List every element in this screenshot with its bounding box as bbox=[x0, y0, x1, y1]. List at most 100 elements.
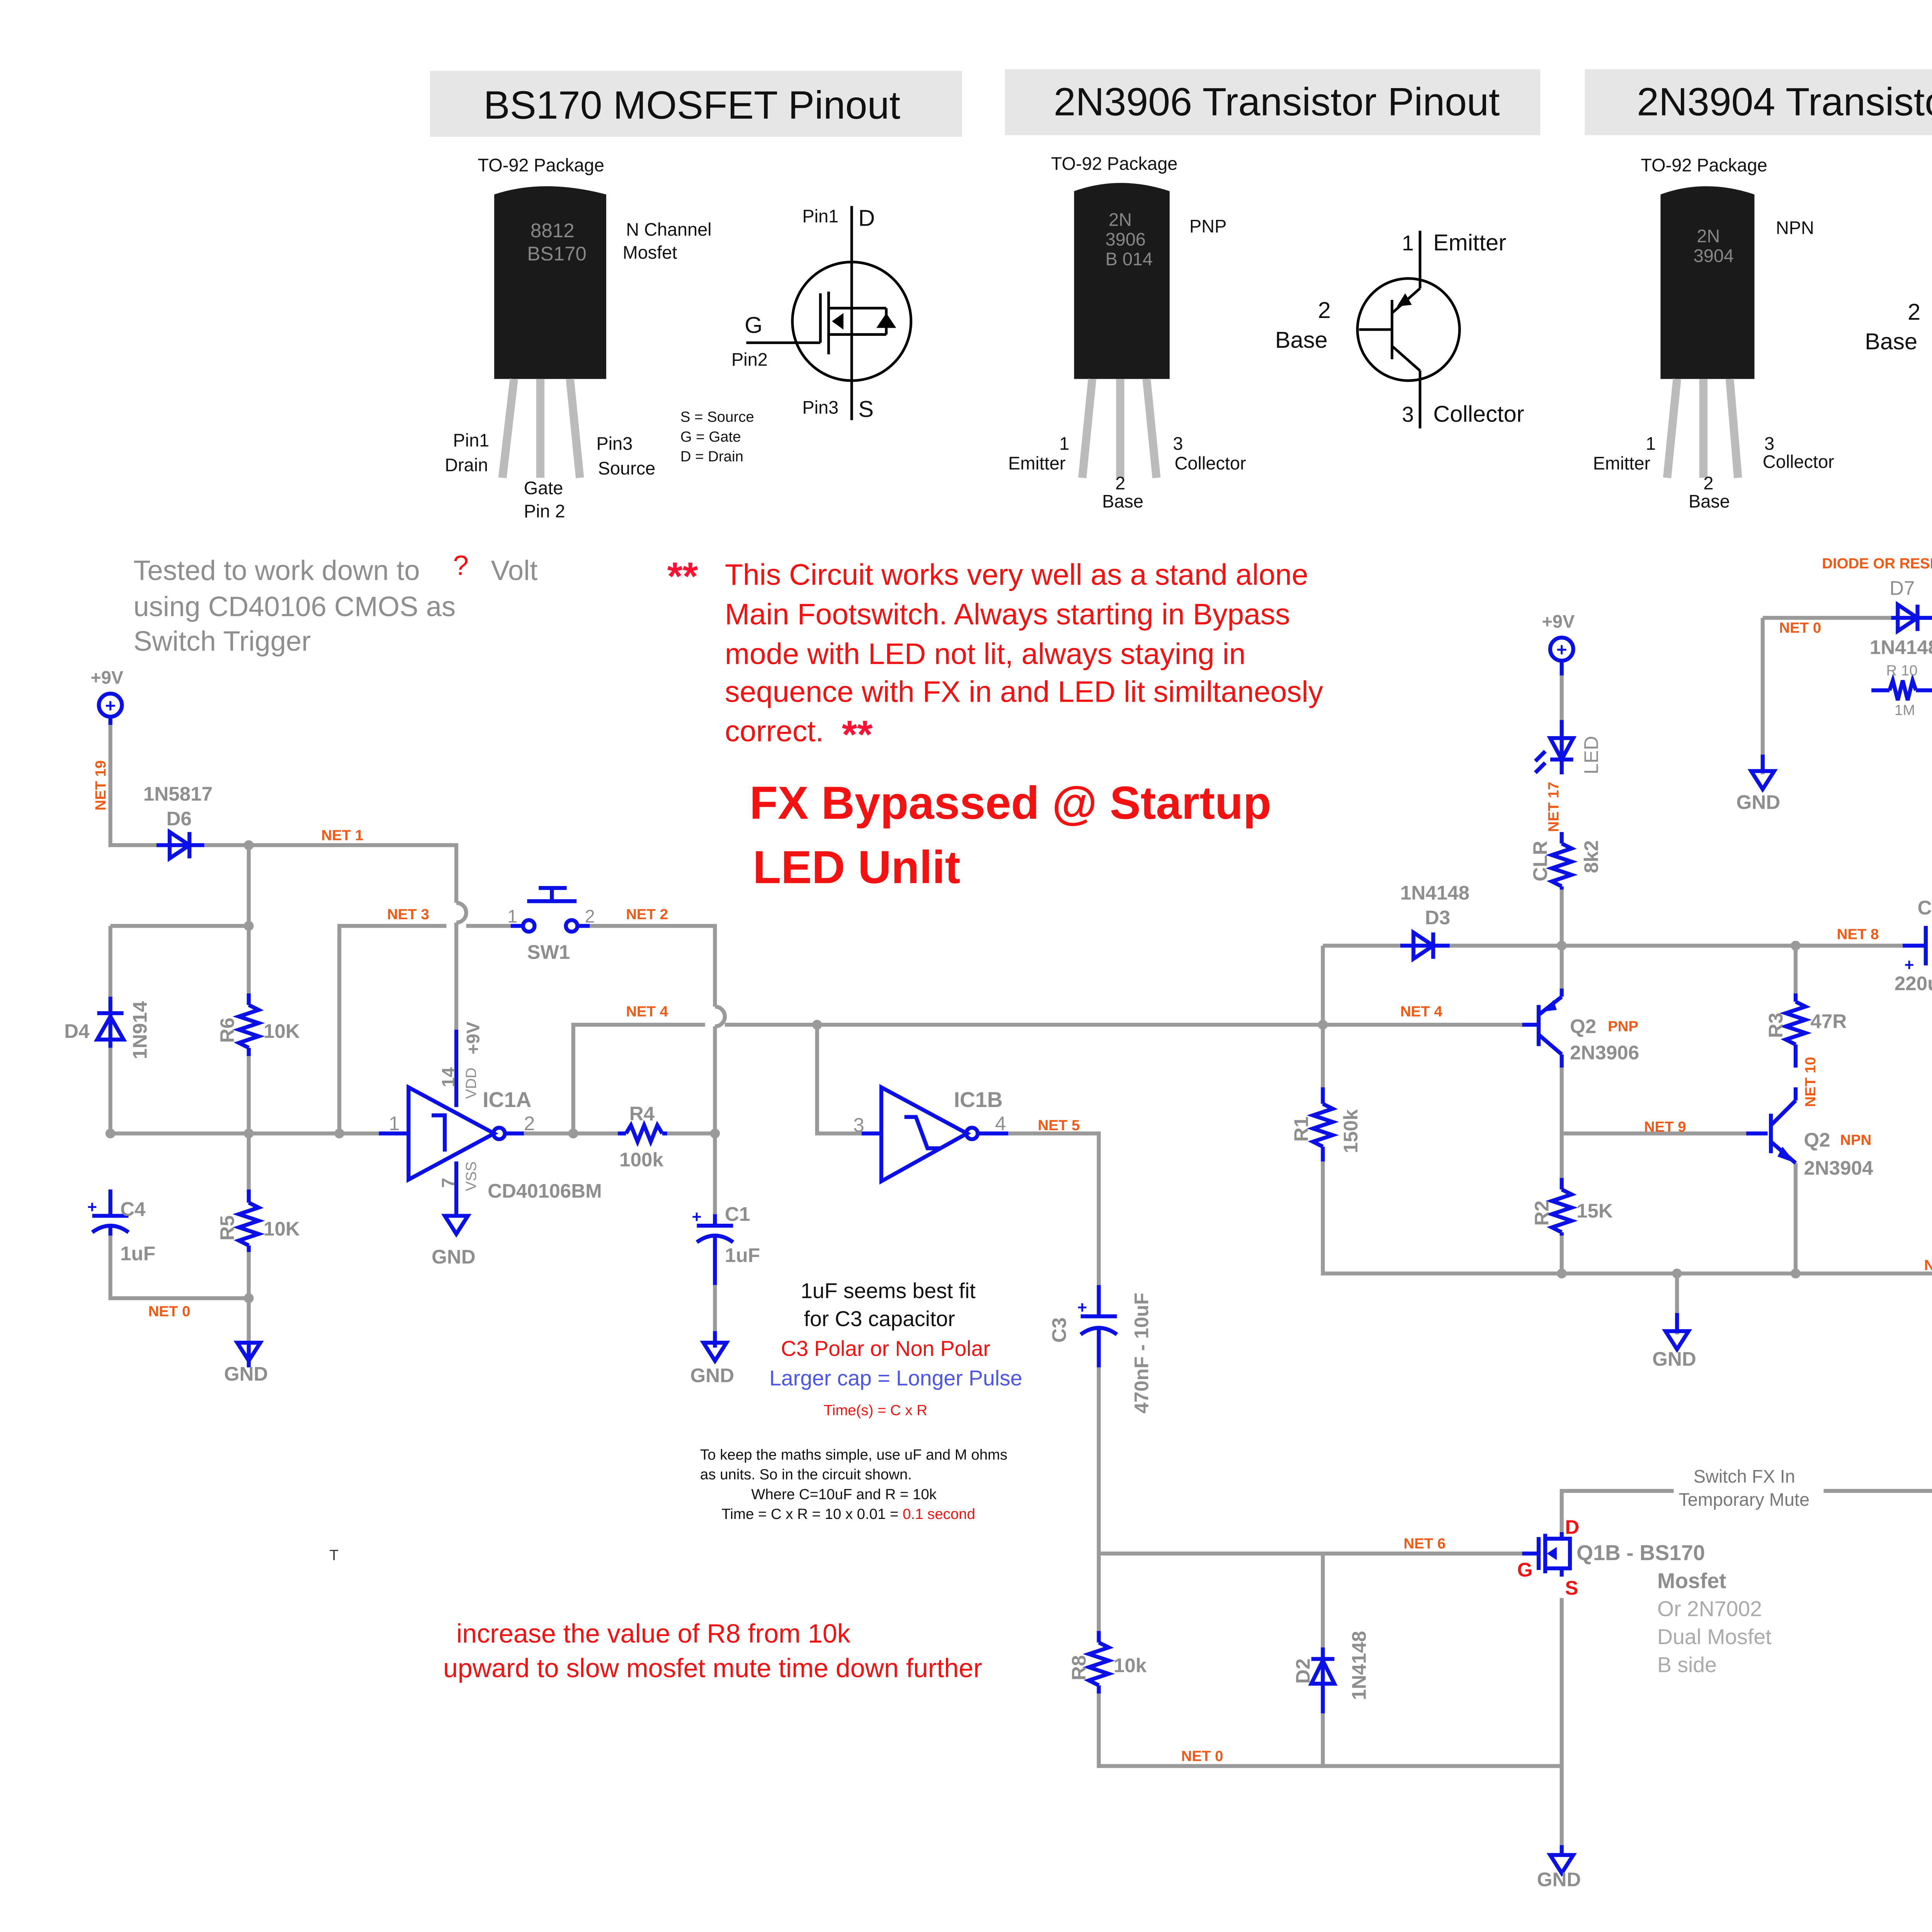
leg-label: 2 bbox=[1115, 473, 1125, 493]
svg-text:1N4148: 1N4148 bbox=[1870, 636, 1932, 658]
diode-or-resistor-label: DIODE OR RESISTOR bbox=[1822, 555, 1932, 572]
leg-label: 3 bbox=[1764, 434, 1774, 454]
legend-line: S = Source bbox=[680, 409, 754, 425]
diode-d2: D2 1N4148 bbox=[1292, 1631, 1370, 1714]
ground-symbol: GND bbox=[690, 1331, 734, 1386]
svg-text:GND: GND bbox=[1537, 1869, 1581, 1891]
leg-label: Drain bbox=[445, 455, 488, 475]
diode-d4: D4 1N914 bbox=[64, 997, 151, 1060]
svg-text:SW1: SW1 bbox=[527, 941, 570, 963]
net-label: NET 0 bbox=[1181, 1748, 1223, 1765]
symbol-label: Pin3 bbox=[802, 397, 838, 417]
capacitor-c1: + C1 1uF bbox=[692, 1203, 760, 1285]
resistor-r5: R5 10K bbox=[216, 1189, 300, 1252]
body-marking: BS170 bbox=[527, 243, 587, 265]
symbol-label: Base bbox=[1275, 327, 1328, 353]
svg-text:Temporary Mute: Temporary Mute bbox=[1679, 1490, 1810, 1510]
svg-text:CLR: CLR bbox=[1529, 841, 1551, 881]
svg-text:CD40106BM: CD40106BM bbox=[488, 1180, 602, 1202]
svg-text:150k: 150k bbox=[1340, 1109, 1362, 1153]
symbol-label: 3 bbox=[1402, 403, 1414, 427]
svg-text:This Circuit works very well a: This Circuit works very well as a stand … bbox=[725, 559, 1308, 592]
svg-text:+: + bbox=[105, 696, 116, 716]
svg-text:upward to slow mosfet mute tim: upward to slow mosfet mute time down fur… bbox=[443, 1653, 982, 1683]
net-label: NET 6 bbox=[1403, 1536, 1446, 1552]
junction-dots bbox=[105, 840, 1801, 1303]
svg-text:D7: D7 bbox=[1889, 577, 1915, 599]
svg-text:3: 3 bbox=[853, 1114, 864, 1136]
net-label: NET 9 bbox=[1644, 1119, 1686, 1135]
svg-text:Time(s) = C x R: Time(s) = C x R bbox=[824, 1402, 927, 1418]
svg-text:B 014: B 014 bbox=[1105, 249, 1153, 269]
legend-line: G = Gate bbox=[680, 429, 741, 445]
leg-label: Collector bbox=[1175, 453, 1246, 473]
pinout-2n3906: 2N3906 Transistor Pinout TO-92 Package 2… bbox=[1005, 69, 1541, 511]
svg-text:8k2: 8k2 bbox=[1580, 840, 1602, 873]
svg-text:LED: LED bbox=[1580, 736, 1602, 774]
symbol-label: D bbox=[858, 205, 875, 231]
pinout-2n3904: 2N3904 Transistor Pinout TO-92 Package 2… bbox=[1585, 69, 1932, 511]
pinout-bs170: BS170 MOSFET Pinout TO-92 Package 8812 B… bbox=[430, 71, 962, 521]
power-9v-mid: +9V + bbox=[1542, 612, 1575, 676]
svg-text:1N5817: 1N5817 bbox=[143, 783, 213, 805]
package-label: TO-92 Package bbox=[478, 155, 604, 175]
ground-symbol: GND bbox=[1537, 1845, 1581, 1891]
svg-text:2N3904: 2N3904 bbox=[1804, 1157, 1873, 1179]
svg-text:10K: 10K bbox=[264, 1218, 300, 1240]
resistor-r2: R2 15K bbox=[1531, 1178, 1613, 1236]
svg-text:GND: GND bbox=[432, 1246, 476, 1268]
svg-text:+9V: +9V bbox=[463, 1022, 483, 1054]
mosfet-q1b: D G S Q1B - BS170 Mosfet Or 2N7002 Dual … bbox=[1517, 1516, 1772, 1677]
svg-text:2: 2 bbox=[585, 906, 595, 927]
net-label: NET 4 bbox=[626, 1003, 668, 1020]
svg-text:Tested to work down to: Tested to work down to bbox=[133, 555, 420, 586]
legend-line: D = Drain bbox=[680, 448, 743, 465]
svg-text:C1: C1 bbox=[725, 1203, 750, 1225]
svg-text:1uF: 1uF bbox=[120, 1243, 155, 1265]
svg-text:220uF: 220uF bbox=[1895, 972, 1932, 994]
svg-text:C4: C4 bbox=[120, 1198, 146, 1220]
symbol-label: 2 bbox=[1318, 297, 1331, 323]
svg-text:4: 4 bbox=[995, 1112, 1006, 1134]
to92-package-image: 2N 3904 bbox=[1660, 186, 1755, 478]
svg-text:C3: C3 bbox=[1048, 1317, 1070, 1342]
svg-text:sequence with FX in and LED li: sequence with FX in and LED lit similtan… bbox=[725, 675, 1323, 708]
svg-text:15K: 15K bbox=[1577, 1200, 1613, 1222]
svg-text:470nF - 10uF: 470nF - 10uF bbox=[1131, 1293, 1153, 1413]
svg-text:D: D bbox=[1565, 1516, 1579, 1538]
pinout-title: 2N3904 Transistor Pinout bbox=[1637, 80, 1932, 124]
svg-text:increase the value of R8 from: increase the value of R8 from 10k bbox=[456, 1619, 851, 1648]
symbol-label: Collector bbox=[1433, 401, 1524, 427]
leg-label: Base bbox=[1102, 491, 1143, 511]
resistor-clr: CLR 8k2 bbox=[1529, 832, 1602, 890]
c3-note: 1uF seems best fit for C3 capacitor C3 P… bbox=[700, 1279, 1022, 1522]
svg-text:D2: D2 bbox=[1292, 1658, 1314, 1684]
svg-text:GND: GND bbox=[1652, 1348, 1696, 1370]
switch-sw1[interactable]: 1 2 SW1 bbox=[507, 886, 595, 963]
svg-text:FX Bypassed @ Startup: FX Bypassed @ Startup bbox=[750, 777, 1271, 829]
resistor-r1: R1 150k bbox=[1290, 1087, 1362, 1162]
svg-text:Volt: Volt bbox=[491, 555, 537, 586]
symbol-label: Emitter bbox=[1433, 230, 1506, 255]
svg-text:?: ? bbox=[453, 550, 468, 581]
svg-text:To keep the maths simple, use: To keep the maths simple, use uF and M o… bbox=[700, 1447, 1007, 1463]
net-label: NET 2 bbox=[626, 906, 668, 923]
leg-label: Base bbox=[1689, 491, 1730, 511]
circuit-note: ** This Circuit works very well as a sta… bbox=[667, 554, 1323, 756]
headline: FX Bypassed @ Startup LED Unlit bbox=[750, 777, 1271, 893]
resistor-r8: R8 10k bbox=[1068, 1631, 1147, 1694]
svg-text:1M: 1M bbox=[1895, 702, 1915, 718]
to92-package-image: 2N 3906 B 014 bbox=[1074, 183, 1170, 478]
svg-text:Dual Mosfet: Dual Mosfet bbox=[1657, 1625, 1772, 1649]
svg-text:R5: R5 bbox=[216, 1215, 238, 1240]
svg-text:Q1B - BS170: Q1B - BS170 bbox=[1577, 1541, 1705, 1565]
package-label: TO-92 Package bbox=[1051, 153, 1177, 173]
leg-label: Collector bbox=[1763, 452, 1834, 472]
svg-text:using CD40106 CMOS as: using CD40106 CMOS as bbox=[133, 591, 456, 622]
ground-symbol: GND bbox=[432, 1214, 476, 1268]
ground-symbol: GND bbox=[1736, 754, 1780, 813]
net-label: NET 0 bbox=[1779, 619, 1821, 636]
leg-label: Pin1 bbox=[453, 430, 489, 451]
net-label: NET 4 bbox=[1400, 1003, 1442, 1020]
